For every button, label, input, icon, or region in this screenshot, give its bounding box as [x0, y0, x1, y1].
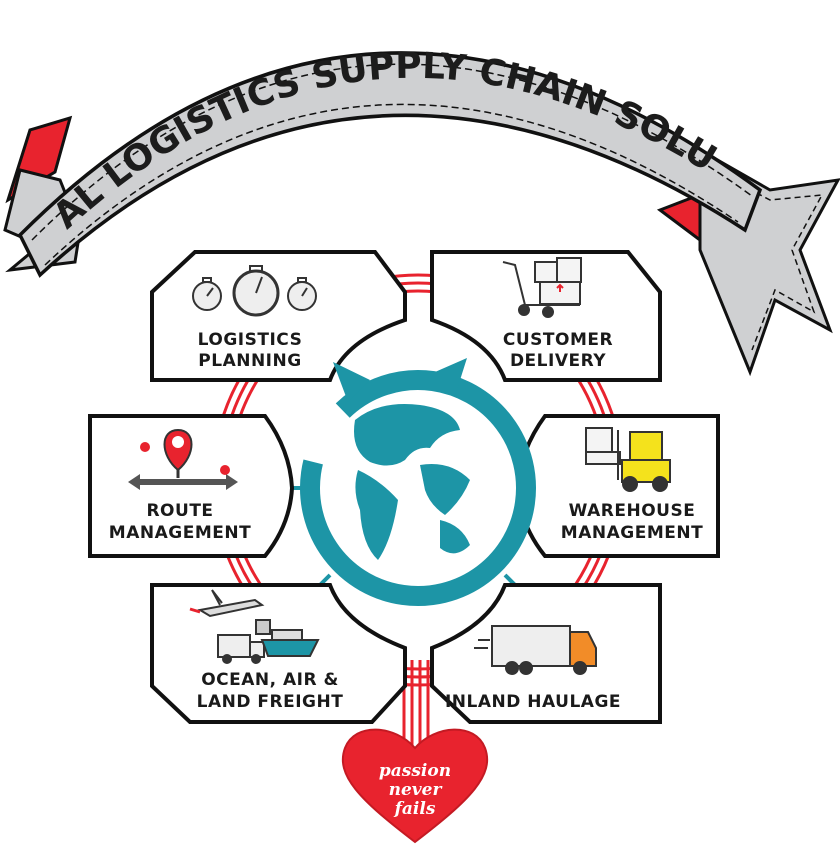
card-route-management[interactable]: ROUTE MANAGEMENT	[88, 414, 295, 558]
banner-ribbon: GLOBAL LOGISTICS SUPPLY CHAIN SOLUTION	[0, 0, 840, 377]
card-warehouse-management[interactable]: WAREHOUSE MANAGEMENT	[515, 414, 720, 558]
card-inland-haulage[interactable]: INLAND HAULAGE	[430, 583, 662, 724]
truck-icon	[474, 625, 597, 675]
map-pin-icon	[128, 428, 238, 490]
card-label-line1: ROUTE	[146, 501, 213, 521]
card-label-line2: PLANNING	[198, 351, 301, 371]
card-customer-delivery[interactable]: CUSTOMER DELIVERY	[430, 250, 662, 382]
passion-heart-logo: passion never fails	[341, 728, 489, 844]
card-label-line2: DELIVERY	[510, 351, 606, 371]
heart-text-line2: never	[389, 780, 443, 800]
card-label-line1: INLAND HAULAGE	[445, 692, 621, 712]
card-label-line2: MANAGEMENT	[109, 523, 251, 543]
forklift-icon	[585, 427, 671, 492]
card-logistics-planning[interactable]: LOGISTICS PLANNING	[150, 250, 407, 382]
card-label-line1: OCEAN, AIR &	[201, 670, 339, 690]
card-ocean-air-land-freight[interactable]: OCEAN, AIR & LAND FREIGHT	[150, 583, 407, 724]
card-label-line1: LOGISTICS	[198, 330, 303, 350]
stopwatch-icon	[192, 265, 317, 317]
hand-truck-icon	[502, 257, 582, 318]
globe-icon	[300, 358, 536, 606]
card-label-line2: MANAGEMENT	[561, 523, 703, 543]
card-label-line2: LAND FREIGHT	[197, 692, 344, 712]
freight-icon	[189, 589, 320, 664]
heart-text-line3: fails	[394, 799, 436, 819]
card-label-line1: WAREHOUSE	[569, 501, 696, 521]
heart-text-line1: passion	[379, 761, 451, 781]
card-label-line1: CUSTOMER	[503, 330, 613, 350]
